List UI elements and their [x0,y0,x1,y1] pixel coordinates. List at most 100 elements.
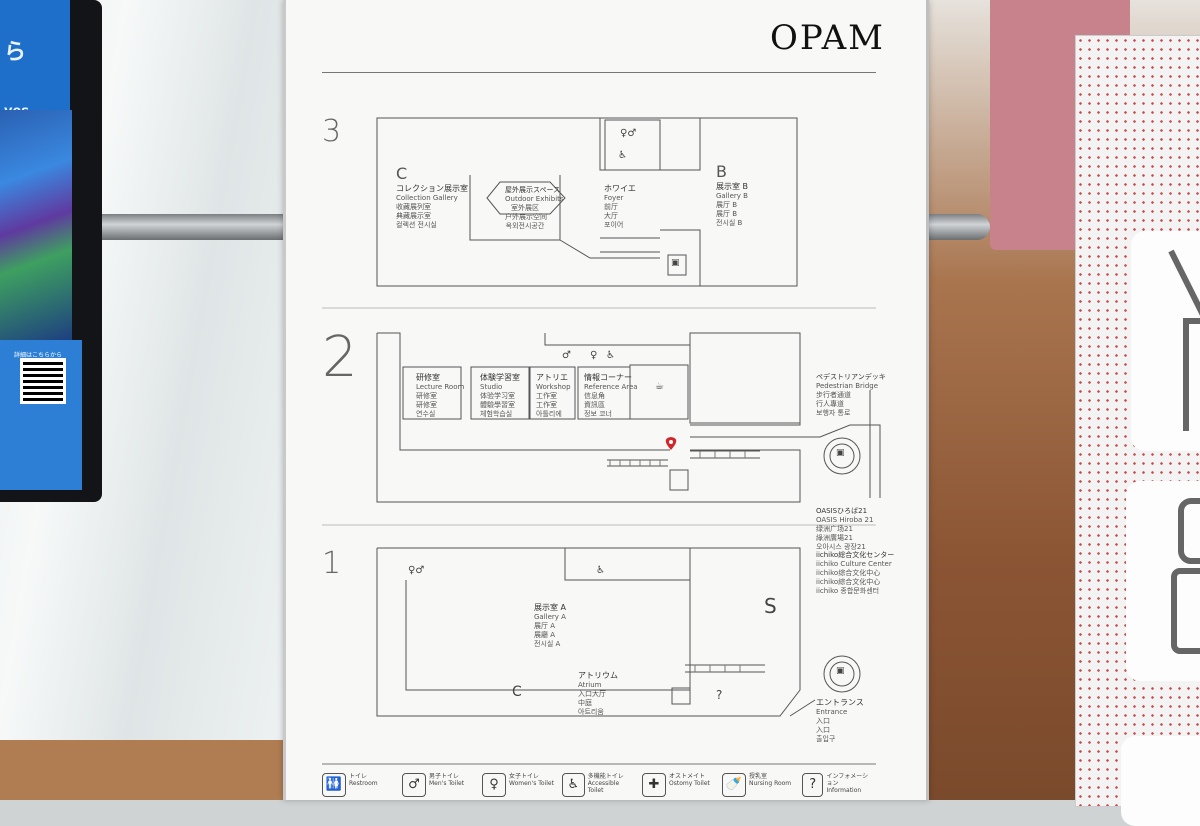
atrium-en: Atrium [578,681,602,689]
outdoor-cn2: 户外展示空间 [505,213,547,221]
outdoor-jp: 屋外展示スペース [505,186,561,194]
atrium-label: アトリウム Atrium 入口大厅 中庭 아트리움 [578,670,618,717]
outdoor-en: Outdoor Exhibits [505,195,564,203]
cafe-icon: ☕ [655,381,664,392]
collection-kr: 컬렉션 전시실 [396,221,437,229]
lecture-cn1: 研修室 [416,392,437,400]
legend-label-jp: 女子トイレ [509,773,540,780]
oasis-cn2: 綠洲廣場21 [816,534,853,542]
reference-jp: 情報コーナー [584,373,632,382]
iichiko-kr: iichiko 종합문화센터 [816,587,880,595]
signage-text-1: ら [4,40,27,65]
accessible-toilet-icon-2f: ♿ [606,350,615,361]
workshop-kr: 아틀리에 [536,410,562,418]
entrance-kr: 출입구 [816,735,836,743]
accessible-toilet-icon: ♿ [618,150,627,161]
pedestrian-bridge-label: ペデストリアンデッキ Pedestrian Bridge 步行者通道 行人專道 … [816,372,886,418]
restroom-icon: 🚻 [322,773,346,797]
entrance-jp: エントランス [816,698,864,707]
foyer-jp: ホワイエ [604,184,636,193]
legend-label-jp: 男子トイレ [429,773,460,780]
iichiko-jp: iichiko総合文化センター [816,551,895,559]
workshop-en: Workshop [536,383,571,391]
shop-icon: S [764,594,777,618]
bridge-en: Pedestrian Bridge [816,382,879,390]
gallery-b-letter: B [716,162,727,181]
gallery-a-label: 展示室 A Gallery A 展厅 A 展廳 A 전시실 A [534,602,566,649]
opam-logo: OPAM [770,18,885,58]
reference-kr: 정보 코너 [584,410,612,418]
legend-label-en: Women's Toilet [509,780,554,787]
collection-letter: C [396,164,408,183]
qr-caption: 詳細はこちらから [14,352,63,359]
foyer-cn2: 大厅 [604,212,618,220]
wooden-floor-left [0,740,285,800]
foyer-en: Foyer [604,194,624,202]
atrium-cn1: 入口大厅 [578,690,606,698]
oasis-kr: 오아시스 광장21 [816,543,866,551]
outdoor-kr: 옥외전시공간 [505,222,545,230]
foyer-label: ホワイエ Foyer 前厅 大厅 포이어 [604,183,636,230]
perforated-sign [1075,35,1200,826]
reference-cn2: 資訊區 [584,401,605,409]
collection-gallery-label: C コレクション展示室 Collection Gallery 收藏展列室 典藏展… [396,164,468,230]
reference-cn1: 信息角 [584,392,605,400]
studio-kr: 체험학습실 [480,410,513,418]
signage-artwork-image [0,110,72,340]
information-icon: ? [716,688,723,702]
oasis-en: OASIS Hiroba 21 [816,516,874,524]
gallery-b-en: Gallery B [716,192,748,200]
legend-label-jp: トイレ [349,773,368,780]
floor-map-board [283,0,929,800]
lecture-room-label: 研修室 Lecture Room 研修室 研修室 연수실 [416,372,464,419]
lecture-cn2: 研修室 [416,401,437,409]
bridge-cn2: 行人專道 [816,400,844,408]
lecture-kr: 연수실 [416,410,436,418]
studio-en: Studio [480,383,503,391]
accessible-toilet-icon: ♿ [562,773,585,797]
outdoor-exhibits-label: 屋外展示スペース Outdoor Exhibits 室外展区 户外展示空间 옥외… [505,185,564,231]
legend-label-jp: オストメイト [669,773,706,780]
womens-toilet-icon: ♀ [482,773,506,797]
legend-label-en: Ostomy Toilet [669,780,710,787]
reference-area-label: 情報コーナー Reference Area 信息角 資訊區 정보 코너 [584,372,638,419]
gallery-b-label: B 展示室 B Gallery B 展厅 B 展厅 B 전시실 B [716,162,748,228]
legend-label-jp: 多機能トイレ [587,773,624,780]
iichiko-en: iichiko Culture Center [816,560,892,568]
oasis-hiroba-label: OASISひろば21 OASIS Hiroba 21 绿洲广场21 綠洲廣場21… [816,506,873,552]
information-icon: ? [802,773,824,797]
studio-cn1: 体验学习室 [480,392,515,400]
elevator-icon: ▣ [671,258,680,268]
collection-cn2: 典藏展示室 [396,212,431,220]
gallery-a-jp: 展示室 A [534,603,567,612]
foyer-kr: 포이어 [604,221,624,229]
gallery-a-kr: 전시실 A [534,640,561,648]
womens-toilet-icon: ♀ [590,350,598,361]
qr-code[interactable] [20,358,66,404]
floor-1-number: 1 [322,546,342,581]
atrium-jp: アトリウム [578,671,618,680]
legend-label-en: Nursing Room [749,780,792,787]
oasis-cn1: 绿洲广场21 [816,525,853,533]
gallery-a-cn2: 展廳 A [534,631,556,639]
restroom-icon-1f: ♀♂ [408,565,425,576]
oasis-jp: OASISひろば21 [816,507,868,515]
atrium-kr: 아트리움 [578,708,604,716]
legend-label-jp: 授乳室 [749,773,768,780]
elevator-panel [1126,481,1200,681]
legend-label-en: Restroom [349,780,378,787]
legend-label-en: Information [826,787,862,794]
reference-en: Reference Area [584,383,638,391]
collection-jp: コレクション展示室 [396,184,468,193]
lecture-jp: 研修室 [416,373,440,382]
floor-plan-drawing [322,117,881,765]
workshop-jp: アトリエ [536,373,568,382]
gallery-b-cn2: 展厅 B [716,210,738,218]
floor-3-number: 3 [322,114,342,149]
